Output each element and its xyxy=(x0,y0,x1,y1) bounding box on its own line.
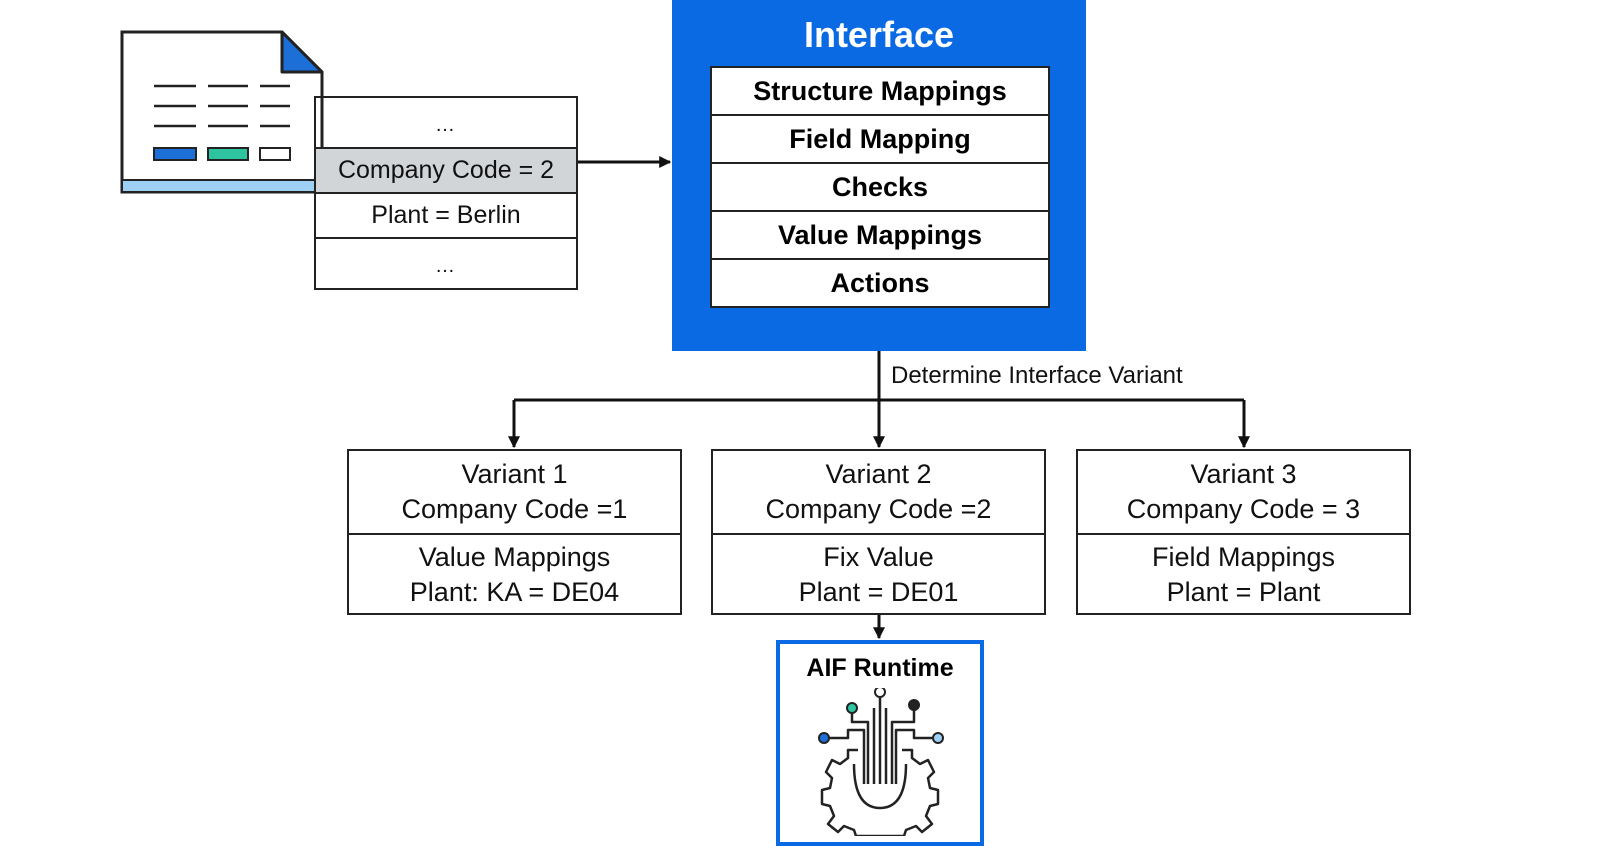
variant-rule-value: Plant: KA = DE04 xyxy=(409,577,620,607)
interface-title: Interface xyxy=(803,14,955,55)
determine-variant-label: Determine Interface Variant xyxy=(891,362,1183,389)
variant-rule: Field Mappings Plant = Plant xyxy=(1078,535,1409,615)
variant-condition: Company Code = 3 xyxy=(1126,494,1361,524)
variant-rule-value: Plant = DE01 xyxy=(798,577,959,607)
interface-item-actions: Actions xyxy=(830,267,930,298)
variant-header: Variant 3 Company Code = 3 xyxy=(1078,451,1409,535)
variant-box-1: Variant 1 Company Code =1 Value Mappings… xyxy=(347,449,682,615)
variant-condition: Company Code =2 xyxy=(765,494,992,524)
table-row: … xyxy=(435,255,457,277)
variant-rule: Fix Value Plant = DE01 xyxy=(713,535,1044,615)
gear-circuit-icon xyxy=(818,688,944,836)
aif-runtime-box: AIF Runtime xyxy=(776,640,984,846)
document-icon xyxy=(120,30,324,194)
interface-box: Interface Structure Mappings Field Mappi… xyxy=(672,0,1086,351)
variant-rule-value: Plant = Plant xyxy=(1166,577,1321,607)
variant-header: Variant 2 Company Code =2 xyxy=(713,451,1044,535)
table-row-highlighted: Company Code = 2 xyxy=(316,149,576,194)
variant-rule: Value Mappings Plant: KA = DE04 xyxy=(349,535,680,615)
variant-condition: Company Code =1 xyxy=(401,494,628,524)
variant-box-3: Variant 3 Company Code = 3 Field Mapping… xyxy=(1076,449,1411,615)
interface-item-checks: Checks xyxy=(712,164,1048,212)
variant-name: Variant 3 xyxy=(1190,459,1297,489)
variant-name: Variant 2 xyxy=(825,459,932,489)
field-table: … Company Code = 2 Plant = Berlin … xyxy=(314,96,578,290)
interface-item-list: Structure Mappings Field Mapping Checks … xyxy=(710,66,1050,308)
aif-runtime-title: AIF Runtime xyxy=(806,654,954,682)
variant-rule-type: Field Mappings xyxy=(1151,542,1336,572)
interface-item-field-mapping: Field Mapping xyxy=(712,116,1048,164)
variant-box-2: Variant 2 Company Code =2 Fix Value Plan… xyxy=(711,449,1046,615)
interface-item-value-mappings: Value Mappings xyxy=(712,212,1048,260)
variant-header: Variant 1 Company Code =1 xyxy=(349,451,680,535)
variant-rule-type: Value Mappings xyxy=(418,542,611,572)
interface-item-structure-mappings: Structure Mappings xyxy=(712,68,1048,116)
variant-rule-type: Fix Value xyxy=(823,542,934,572)
table-row: Plant = Berlin xyxy=(316,194,576,239)
variant-name: Variant 1 xyxy=(461,459,568,489)
table-row: … xyxy=(316,98,576,149)
